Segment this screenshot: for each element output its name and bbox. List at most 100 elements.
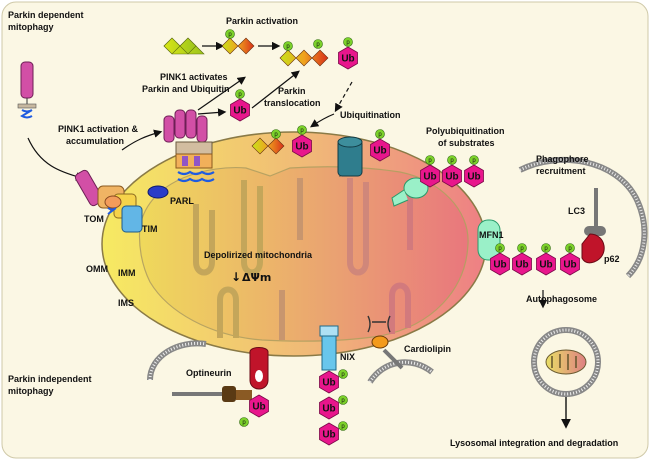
ub-poly-2: Ub [442, 164, 462, 188]
arrow-pink1-to-parkin [197, 76, 246, 111]
phospho-ub-pink1: p [235, 89, 245, 99]
label-imm: IMM [118, 268, 136, 278]
label-cardiolipin: Cardiolipin [404, 344, 451, 354]
ub-label: Ub [295, 142, 308, 153]
label-parkin-independent-2: mitophagy [8, 386, 54, 396]
ub-activated-complex: Ub [338, 46, 358, 70]
phospho-parkin-membrane: p [271, 129, 281, 139]
label-polyubiquitination-1: Polyubiquitination [426, 126, 505, 136]
phospho-ub-membrane: p [297, 125, 307, 135]
phospho-label: p [341, 372, 345, 378]
label-pink1-activates-2: Parkin and Ubiquitin [142, 84, 230, 94]
ub-label: Ub [373, 146, 386, 157]
ub-label: Ub [563, 260, 576, 271]
label-pink1-activation-2: accumulation [66, 136, 124, 146]
ub-optineurin: Ub [249, 394, 269, 418]
label-pink1-activates-1: PINK1 activates [160, 72, 228, 82]
phospho-label: p [228, 32, 232, 38]
phospho-parkin-2: p [283, 41, 293, 51]
label-parkin-translocation-1: Parkin [278, 86, 306, 96]
ub-nix-1: Ub [319, 370, 339, 394]
label-lc3: LC3 [568, 206, 585, 216]
phospho-label: p [544, 246, 548, 252]
autophagosome [531, 327, 601, 397]
phospho-label: p [300, 128, 304, 134]
pink1-free [17, 61, 37, 119]
phospho-parkin-3: p [313, 39, 323, 49]
phospho-ub-vdac: p [375, 129, 385, 139]
phospho-label: p [341, 424, 345, 430]
phospho-nix-2: p [338, 395, 348, 405]
label-pink1-activation-1: PINK1 activation & [58, 124, 139, 134]
phospho-nix-3: p [338, 421, 348, 431]
label-optineurin: Optineurin [186, 368, 232, 378]
ub-label: Ub [341, 54, 354, 65]
ub-label: Ub [252, 402, 265, 413]
phospho-label: p [242, 420, 246, 426]
ub-poly-3: Ub [464, 164, 484, 188]
arrow-accumulation [121, 129, 163, 151]
parkin-phosphorylated [221, 37, 255, 55]
phospho-mfn1-3: p [541, 243, 551, 253]
label-parkin-activation: Parkin activation [226, 16, 298, 26]
ub-label: Ub [322, 378, 335, 389]
label-tim: TIM [142, 224, 158, 234]
label-depolarized: Depolirized mitochondria [204, 250, 313, 260]
phospho-poly-3: p [469, 155, 479, 165]
phospho-poly-1: p [425, 155, 435, 165]
pink1-cluster [163, 109, 215, 183]
ub-mfn1-4: Ub [560, 252, 580, 276]
ub-mfn1-3: Ub [536, 252, 556, 276]
label-parl: PARL [170, 196, 194, 206]
ub-label: Ub [539, 260, 552, 271]
ub-nix-3: Ub [319, 422, 339, 446]
phospho-ub-complex: p [343, 37, 353, 47]
label-ims: IMS [118, 298, 134, 308]
label-delta-psi: ΔΨm [242, 271, 271, 284]
phospho-mfn1-2: p [517, 243, 527, 253]
ub-label: Ub [467, 172, 480, 183]
ub-mfn1-2: Ub [512, 252, 532, 276]
label-p62: p62 [604, 254, 620, 264]
label-phagophore-2: recruitment [536, 166, 586, 176]
phospho-nix-1: p [338, 369, 348, 379]
label-polyubiquitination-2: of substrates [438, 138, 495, 148]
ub-label: Ub [493, 260, 506, 271]
phagophore [518, 157, 648, 279]
ub-vdac: Ub [370, 138, 390, 162]
label-nix: NIX [340, 352, 355, 362]
cardiolipin-receptor [367, 315, 434, 384]
phospho-label: p [450, 158, 454, 164]
nix-receptor [319, 325, 339, 371]
parkin-on-membrane [251, 137, 285, 155]
ub-label: Ub [322, 430, 335, 441]
ub-membrane: Ub [292, 134, 312, 158]
vdac-channel [337, 136, 363, 177]
ub-nix-2: Ub [319, 396, 339, 420]
label-ubiquitination: Ubiquitination [340, 110, 401, 120]
phospho-label: p [316, 42, 320, 48]
substrate-protein [391, 177, 429, 207]
arrow-translocation-dashed [334, 81, 353, 113]
label-parkin-translocation-2: translocation [264, 98, 321, 108]
arrow-ub-to-complex [251, 70, 300, 109]
phospho-mfn1-4: p [565, 243, 575, 253]
phospho-label: p [274, 132, 278, 138]
label-parkin-dependent-1: Parkin dependent [8, 10, 84, 20]
ub-label: Ub [515, 260, 528, 271]
arrow-pink1-to-ub [197, 108, 227, 117]
tom-tim-complex [74, 169, 143, 233]
label-parkin-independent-1: Parkin independent [8, 374, 92, 384]
ub-pink1-target: Ub [230, 98, 250, 122]
label-parkin-dependent-2: mitophagy [8, 22, 54, 32]
phospho-label: p [286, 44, 290, 50]
ub-label: Ub [233, 106, 246, 117]
down-arrow-icon: ↓ [231, 270, 241, 284]
phospho-label: p [346, 40, 350, 46]
ub-label: Ub [322, 404, 335, 415]
label-tom: TOM [84, 214, 104, 224]
label-mfn1: MFN1 [479, 230, 504, 240]
ub-label: Ub [423, 172, 436, 183]
